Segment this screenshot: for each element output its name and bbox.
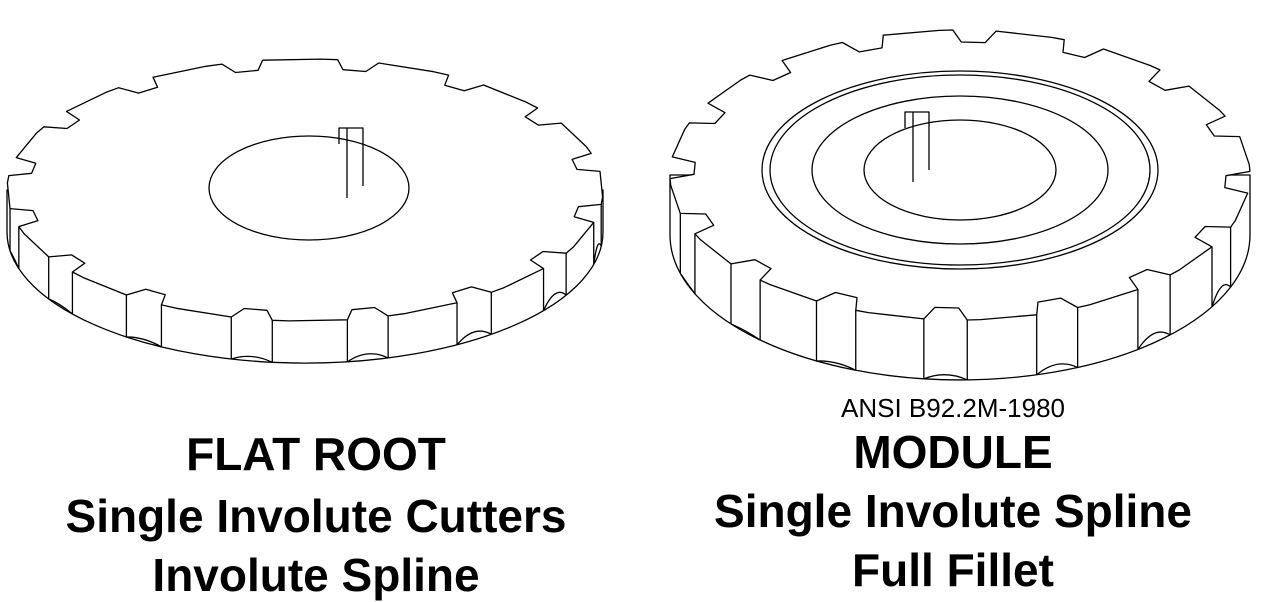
tooth-flute-line <box>346 315 389 363</box>
tooth-flute-line <box>230 317 273 363</box>
tooth-flute-line <box>1137 274 1171 350</box>
tooth-flute-line <box>593 204 602 265</box>
module-cutter <box>669 29 1251 381</box>
tooth-flute-line <box>679 213 696 295</box>
bore-hole <box>208 135 410 241</box>
hub-ring <box>761 70 1159 270</box>
tooth-flute-line <box>9 208 20 269</box>
bore-hole <box>863 119 1057 221</box>
tooth-flute-line <box>815 300 857 371</box>
tooth-flute-line <box>923 318 968 381</box>
tooth-flute-line <box>730 263 761 341</box>
keyway <box>338 127 364 198</box>
tooth-flute-line <box>125 294 163 348</box>
keyway <box>904 111 930 182</box>
left-caption-line-3: Involute Spline <box>152 549 480 601</box>
left-caption-line-1: FLAT ROOT <box>186 428 446 480</box>
tooth-flute-line <box>456 292 492 346</box>
right-caption-line-1: MODULE <box>853 426 1053 478</box>
hub-ring <box>811 95 1109 245</box>
right-caption-line-2: Single Involute Spline <box>714 485 1192 537</box>
standard-reference: ANSI B92.2M-1980 <box>840 393 1065 423</box>
tooth-flute-line <box>542 253 567 311</box>
hub-ring <box>769 74 1151 266</box>
flat-root-cutter <box>6 58 604 364</box>
tooth-flute-line <box>48 256 74 315</box>
tooth-flute-line <box>1211 227 1232 307</box>
tooth-flute-line <box>1036 307 1079 376</box>
left-caption-line-2: Single Involute Cutters <box>65 490 567 542</box>
right-caption-line-3: Full Fillet <box>852 544 1054 596</box>
